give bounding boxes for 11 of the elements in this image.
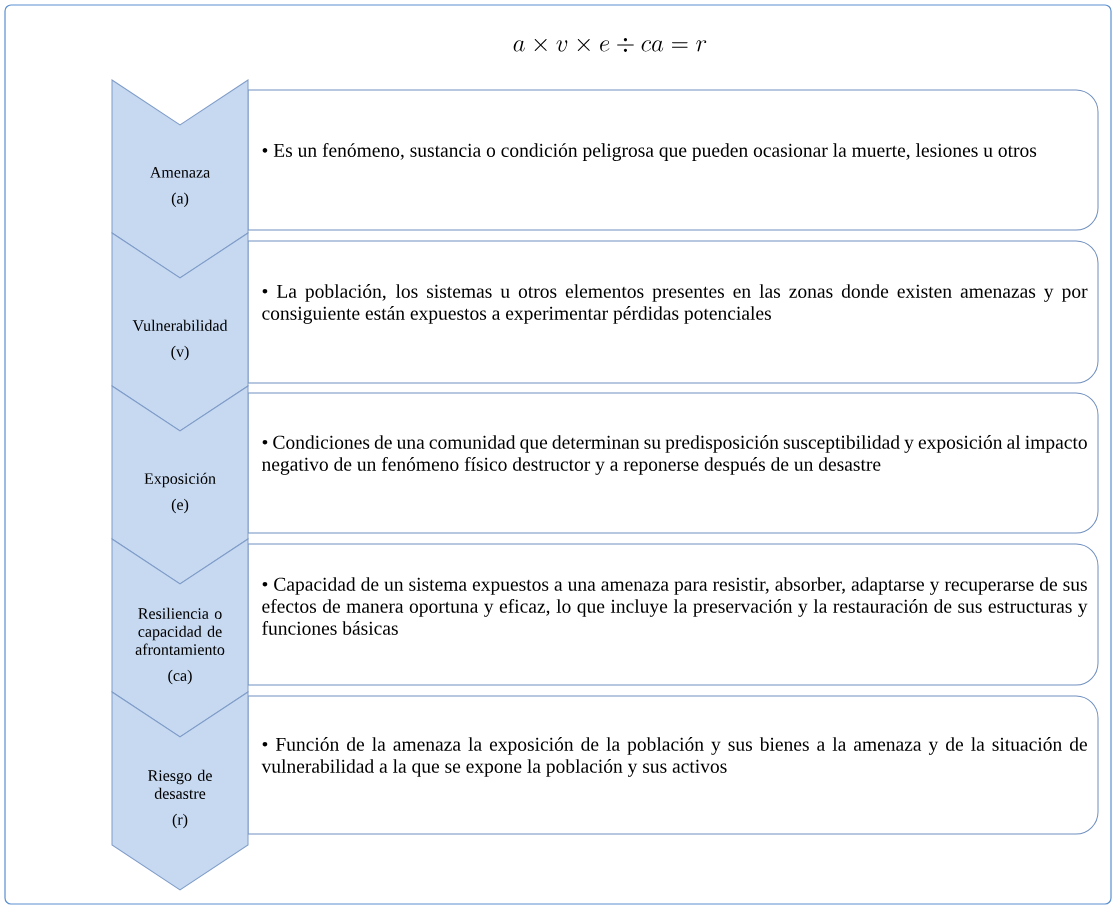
process-step: Riesgo de desastre (r) (111, 691, 249, 891)
text-box: • Es un fenómeno, sustancia o condición peligrosa que pueden ocasionar la muerte, lesiones u otros (247, 89, 1099, 231)
process-step: Exposición (e) (111, 385, 249, 585)
text-box: • La población, los sistemas u otros elementos presentes en las zonas donde existen amenazas y por consiguiente están expuestos a experimentar pérdidas potenciales (247, 240, 1099, 384)
process-step: Amenaza (a) (111, 79, 249, 279)
text-box: • Función de la amenaza la exposición de la población y sus bienes a la amenaza y de la situación de vulnerabilidad a la que se expone la población y sus activos (247, 695, 1099, 835)
process-step: Vulnerabilidad (v) (111, 232, 249, 432)
text-box: • Condiciones de una comunidad que determinan su predisposición susceptibilidad y exposición al impacto negativo de un fenómeno físico destructor y a reponerse después de un desastre (247, 392, 1099, 534)
process-step: Resiliencia o capacidad de afrontamiento (ca) (111, 538, 249, 738)
text-box: • Capacidad de un sistema expuestos a una amenaza para resistir, absorber, adaptarse y recuperarse de sus efectos de manera oportuna y eficaz, lo que incluye la preservación y la restauración de sus estructuras y funciones básicas (247, 543, 1099, 686)
formula-title: $a \times v \times e \div ca = r$ (513, 38, 707, 52)
